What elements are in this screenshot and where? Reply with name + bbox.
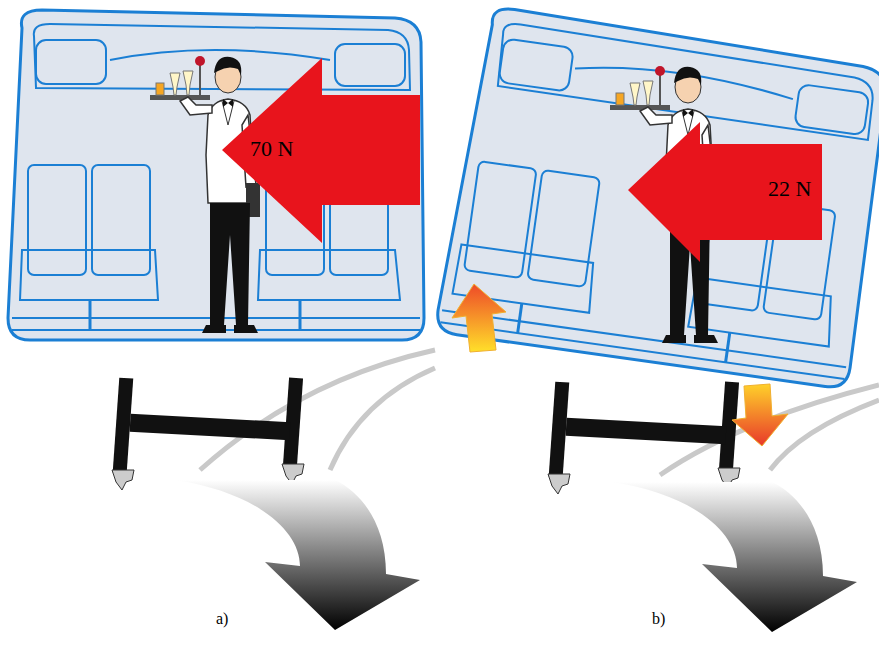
rail [200,350,435,470]
bogie [548,382,740,494]
curve-direction-arrow [175,480,420,630]
curve-direction-arrow [612,482,857,632]
panel-label: b) [652,610,665,628]
rail [770,400,879,470]
lift-arrow [452,284,506,352]
force-arrow: 70 N [222,58,420,243]
force-value: 22 N [768,178,811,200]
force-value: 70 N [250,138,293,160]
bogie [112,378,304,490]
rail [330,368,435,470]
tilted-car [435,5,879,390]
lower-arrow [732,384,788,446]
force-arrow: 22 N [628,122,822,262]
panel-label: a) [216,610,228,628]
waiter [150,56,260,333]
car-body [8,10,424,340]
